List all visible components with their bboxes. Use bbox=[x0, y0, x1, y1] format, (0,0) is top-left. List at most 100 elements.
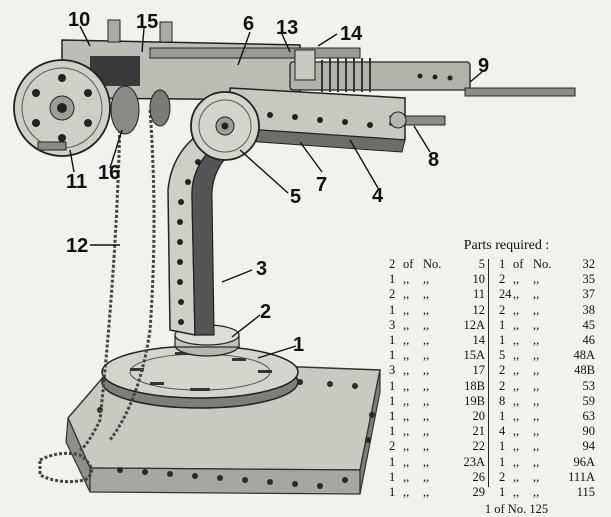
parts-cell-v: 15A bbox=[463, 348, 485, 363]
parts-cell-o: of bbox=[403, 257, 414, 272]
parts-cell-o: ,, bbox=[403, 469, 410, 484]
parts-cell-q: 2 bbox=[389, 287, 396, 302]
parts-cell-v: 20 bbox=[472, 408, 486, 423]
parts-cell-n: ,, bbox=[533, 302, 540, 317]
leader-lines bbox=[69, 25, 483, 359]
parts-cell-q: 3 bbox=[389, 363, 396, 378]
parts-cell-q: 1 bbox=[389, 393, 396, 408]
sprocket-chain bbox=[38, 109, 156, 484]
callout-10: 10 bbox=[68, 9, 91, 31]
parts-cell-n: ,, bbox=[533, 469, 540, 484]
parts-row: 1,,,, 19B bbox=[389, 394, 491, 409]
parts-cell-n: ,, bbox=[533, 393, 540, 408]
parts-cell-n: ,, bbox=[423, 333, 430, 348]
parts-cell-v: 53 bbox=[582, 378, 596, 393]
parts-row: 2,,,,53 bbox=[499, 379, 601, 394]
parts-cell-q: 1 bbox=[389, 348, 396, 363]
parts-cell-q: 1 bbox=[389, 454, 396, 469]
parts-cell-v: 26 bbox=[472, 469, 486, 484]
parts-cell-o: ,, bbox=[513, 348, 520, 363]
parts-cell-n: ,, bbox=[533, 454, 540, 469]
parts-cell-q: 1 bbox=[389, 272, 396, 287]
parts-cell-q: 1 bbox=[389, 408, 396, 423]
parts-cell-n: ,, bbox=[423, 317, 430, 332]
parts-row: 1,,,, 94 bbox=[499, 439, 601, 454]
turntable bbox=[101, 324, 299, 409]
parts-cell-v: 46 bbox=[582, 333, 596, 348]
parts-cell-o: ,, bbox=[403, 439, 410, 454]
callout-5: 5 bbox=[290, 186, 302, 208]
parts-cell-q: 1 bbox=[389, 378, 396, 393]
parts-cell-o: ,, bbox=[513, 333, 520, 348]
parts-cell-q: 4 bbox=[499, 424, 506, 439]
parts-cell-o: ,, bbox=[513, 439, 520, 454]
callout-14: 14 bbox=[340, 23, 363, 45]
parts-cell-o: ,, bbox=[513, 424, 520, 439]
parts-cell-v: 32 bbox=[582, 257, 596, 272]
parts-row: 2,,,,22 bbox=[389, 439, 491, 454]
parts-cell-v: 29 bbox=[472, 484, 486, 499]
parts-cell-q: 1 bbox=[389, 469, 396, 484]
parts-cell-q: 2 bbox=[499, 378, 506, 393]
parts-cell-q: 1 bbox=[499, 439, 506, 454]
parts-cell-o: ,, bbox=[513, 272, 520, 287]
parts-cell-v: 48B bbox=[574, 363, 595, 378]
callout-12: 12 bbox=[66, 235, 89, 257]
parts-cell-v: 10 bbox=[472, 272, 486, 287]
parts-row: 1,,,,23A bbox=[389, 454, 491, 469]
handwheel-pulley bbox=[13, 59, 171, 157]
parts-cell-v: 11 bbox=[472, 287, 485, 302]
parts-cell-v: 14 bbox=[472, 333, 486, 348]
parts-cell-n: ,, bbox=[423, 363, 430, 378]
parts-cell-v: 12 bbox=[472, 302, 486, 317]
parts-cell-q: 1 bbox=[389, 424, 396, 439]
parts-row: 2,,,,11 bbox=[389, 287, 491, 302]
parts-row: 1,,,,21 bbox=[389, 424, 491, 439]
parts-cell-v: 94 bbox=[582, 439, 596, 454]
parts-cell-q: 1 bbox=[499, 333, 506, 348]
parts-cell-v: 19B bbox=[464, 393, 485, 408]
parts-cell-v: 22 bbox=[472, 439, 486, 454]
parts-row: 2,,,,111A bbox=[499, 470, 601, 485]
parts-cell-o: ,, bbox=[513, 363, 520, 378]
parts-cell-n: ,, bbox=[533, 439, 540, 454]
parts-cell-o: ,, bbox=[513, 454, 520, 469]
parts-cell-n: ,, bbox=[423, 378, 430, 393]
callout-13: 13 bbox=[276, 17, 299, 39]
callout-15: 15 bbox=[136, 11, 159, 33]
parts-cell-n: No. bbox=[533, 257, 552, 272]
parts-cell-o: ,, bbox=[403, 393, 410, 408]
parts-row: 1,,,,115 bbox=[499, 485, 601, 500]
parts-cell-q: 2 bbox=[499, 272, 506, 287]
parts-row: 3,,,,17 bbox=[389, 363, 491, 378]
parts-cell-v: 38 bbox=[582, 302, 596, 317]
parts-cell-n: ,, bbox=[533, 363, 540, 378]
parts-cell-v: 12A bbox=[463, 317, 485, 332]
parts-cell-q: 3 bbox=[389, 317, 396, 332]
parts-cell-q: 1 bbox=[389, 333, 396, 348]
parts-cell-q: 2 bbox=[389, 257, 396, 272]
parts-cell-o: ,, bbox=[403, 272, 410, 287]
barrel bbox=[149, 47, 576, 129]
parts-cell-v: 21 bbox=[472, 424, 486, 439]
parts-cell-v: 48A bbox=[573, 348, 595, 363]
parts-cell-o: ,, bbox=[403, 363, 410, 378]
parts-row: 2,,,,38 bbox=[499, 303, 601, 318]
parts-row: 1,,,,26 bbox=[389, 470, 491, 485]
parts-cell-o: ,, bbox=[403, 408, 410, 423]
parts-cell-v: 111A bbox=[568, 469, 595, 484]
parts-cell-n: ,, bbox=[423, 393, 430, 408]
parts-cell-q: 8 bbox=[499, 393, 506, 408]
parts-cell-q: 1 bbox=[389, 484, 396, 499]
callout-16: 16 bbox=[98, 162, 121, 184]
parts-cell-v: 35 bbox=[582, 272, 596, 287]
parts-cell-o: ,, bbox=[403, 378, 410, 393]
parts-cell-n: ,, bbox=[423, 302, 430, 317]
parts-cell-o: ,, bbox=[513, 393, 520, 408]
parts-row: 8,,,,59 bbox=[499, 394, 601, 409]
parts-cell-n: ,, bbox=[533, 424, 540, 439]
parts-cell-n: ,, bbox=[533, 287, 540, 302]
